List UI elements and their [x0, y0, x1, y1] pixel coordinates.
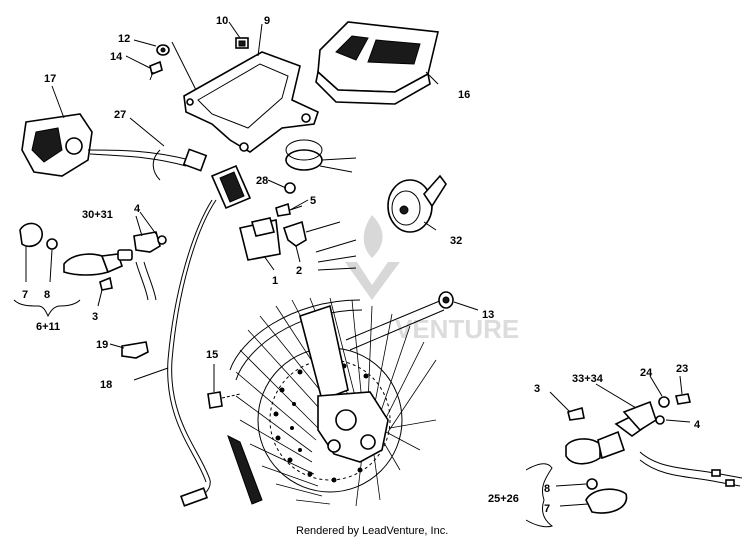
bracket-plate — [183, 51, 319, 153]
horn — [387, 174, 447, 233]
callout-17: 17 — [44, 73, 56, 85]
bushing-28 — [284, 182, 296, 194]
nut-24 — [658, 396, 670, 408]
callout-30-31: 30+31 — [82, 209, 113, 221]
washer-13 — [438, 291, 454, 309]
speedometer-housing — [315, 21, 439, 105]
callout-3-right: 3 — [534, 383, 540, 395]
bracket-30-31 — [133, 231, 161, 253]
bolt-3-right — [567, 406, 585, 421]
bolt-5 — [275, 202, 303, 217]
callout-15: 15 — [206, 349, 218, 361]
wire-tie — [152, 149, 161, 181]
clip-2 — [282, 220, 341, 247]
bolt-10 — [235, 37, 249, 49]
lens-7-left — [19, 222, 43, 248]
bolt-15 — [207, 391, 241, 409]
callout-5: 5 — [310, 195, 316, 207]
callout-33-34: 33+34 — [572, 373, 604, 385]
leader-lines — [13, 21, 691, 528]
nut-4-right — [655, 415, 665, 425]
screw-8-right — [586, 478, 598, 490]
callout-32: 32 — [450, 235, 462, 247]
speedometer-cable — [171, 199, 217, 501]
callout-27: 27 — [114, 109, 126, 121]
callout-9: 9 — [264, 15, 270, 27]
handlebar-switch — [21, 113, 208, 177]
connector-block — [210, 164, 252, 210]
callout-24: 24 — [640, 367, 653, 379]
nut-4-left — [157, 235, 167, 245]
callout-4-right: 4 — [694, 419, 701, 431]
callout-10: 10 — [216, 15, 228, 27]
bolt-14 — [149, 60, 163, 81]
callout-7-left: 7 — [22, 289, 28, 301]
callout-14: 14 — [110, 51, 123, 63]
turn-signal-right — [565, 393, 743, 514]
lens-7-right — [585, 488, 628, 514]
leadventure-watermark: VENTURE — [345, 215, 519, 344]
callout-28: 28 — [256, 175, 268, 187]
screw-8-left — [46, 238, 58, 250]
turn-signal-left — [19, 222, 167, 301]
callout-23: 23 — [676, 363, 688, 375]
callout-4-left: 4 — [134, 203, 141, 215]
callout-labels: 10 9 12 14 16 17 27 28 30+31 4 5 1 2 32 … — [22, 15, 701, 515]
callout-19: 19 — [96, 339, 108, 351]
callout-6-11: 6+11 — [36, 321, 60, 333]
nut-12 — [156, 44, 170, 56]
callout-7-right: 7 — [544, 503, 550, 515]
callout-8-left: 8 — [44, 289, 50, 301]
callout-16: 16 — [458, 89, 470, 101]
bracket-1 — [239, 217, 281, 261]
callout-8-right: 8 — [544, 483, 550, 495]
callout-13: 13 — [482, 309, 494, 321]
clamp-ring — [285, 139, 357, 173]
bracket-19 — [121, 341, 149, 359]
callout-3-left: 3 — [92, 311, 98, 323]
footer-credit: Rendered by LeadVenture, Inc. — [296, 525, 448, 537]
callout-25-26: 25+26 — [488, 493, 519, 505]
bolt-3-left — [99, 276, 113, 291]
watermark-text: VENTURE — [395, 314, 519, 344]
fork-leg — [299, 304, 349, 402]
bolt-23 — [675, 393, 691, 405]
callout-12: 12 — [118, 33, 130, 45]
callout-1: 1 — [272, 275, 278, 287]
callout-2: 2 — [296, 265, 302, 277]
callout-18: 18 — [100, 379, 112, 391]
front-wheel — [227, 297, 445, 507]
cable-end — [179, 487, 209, 507]
